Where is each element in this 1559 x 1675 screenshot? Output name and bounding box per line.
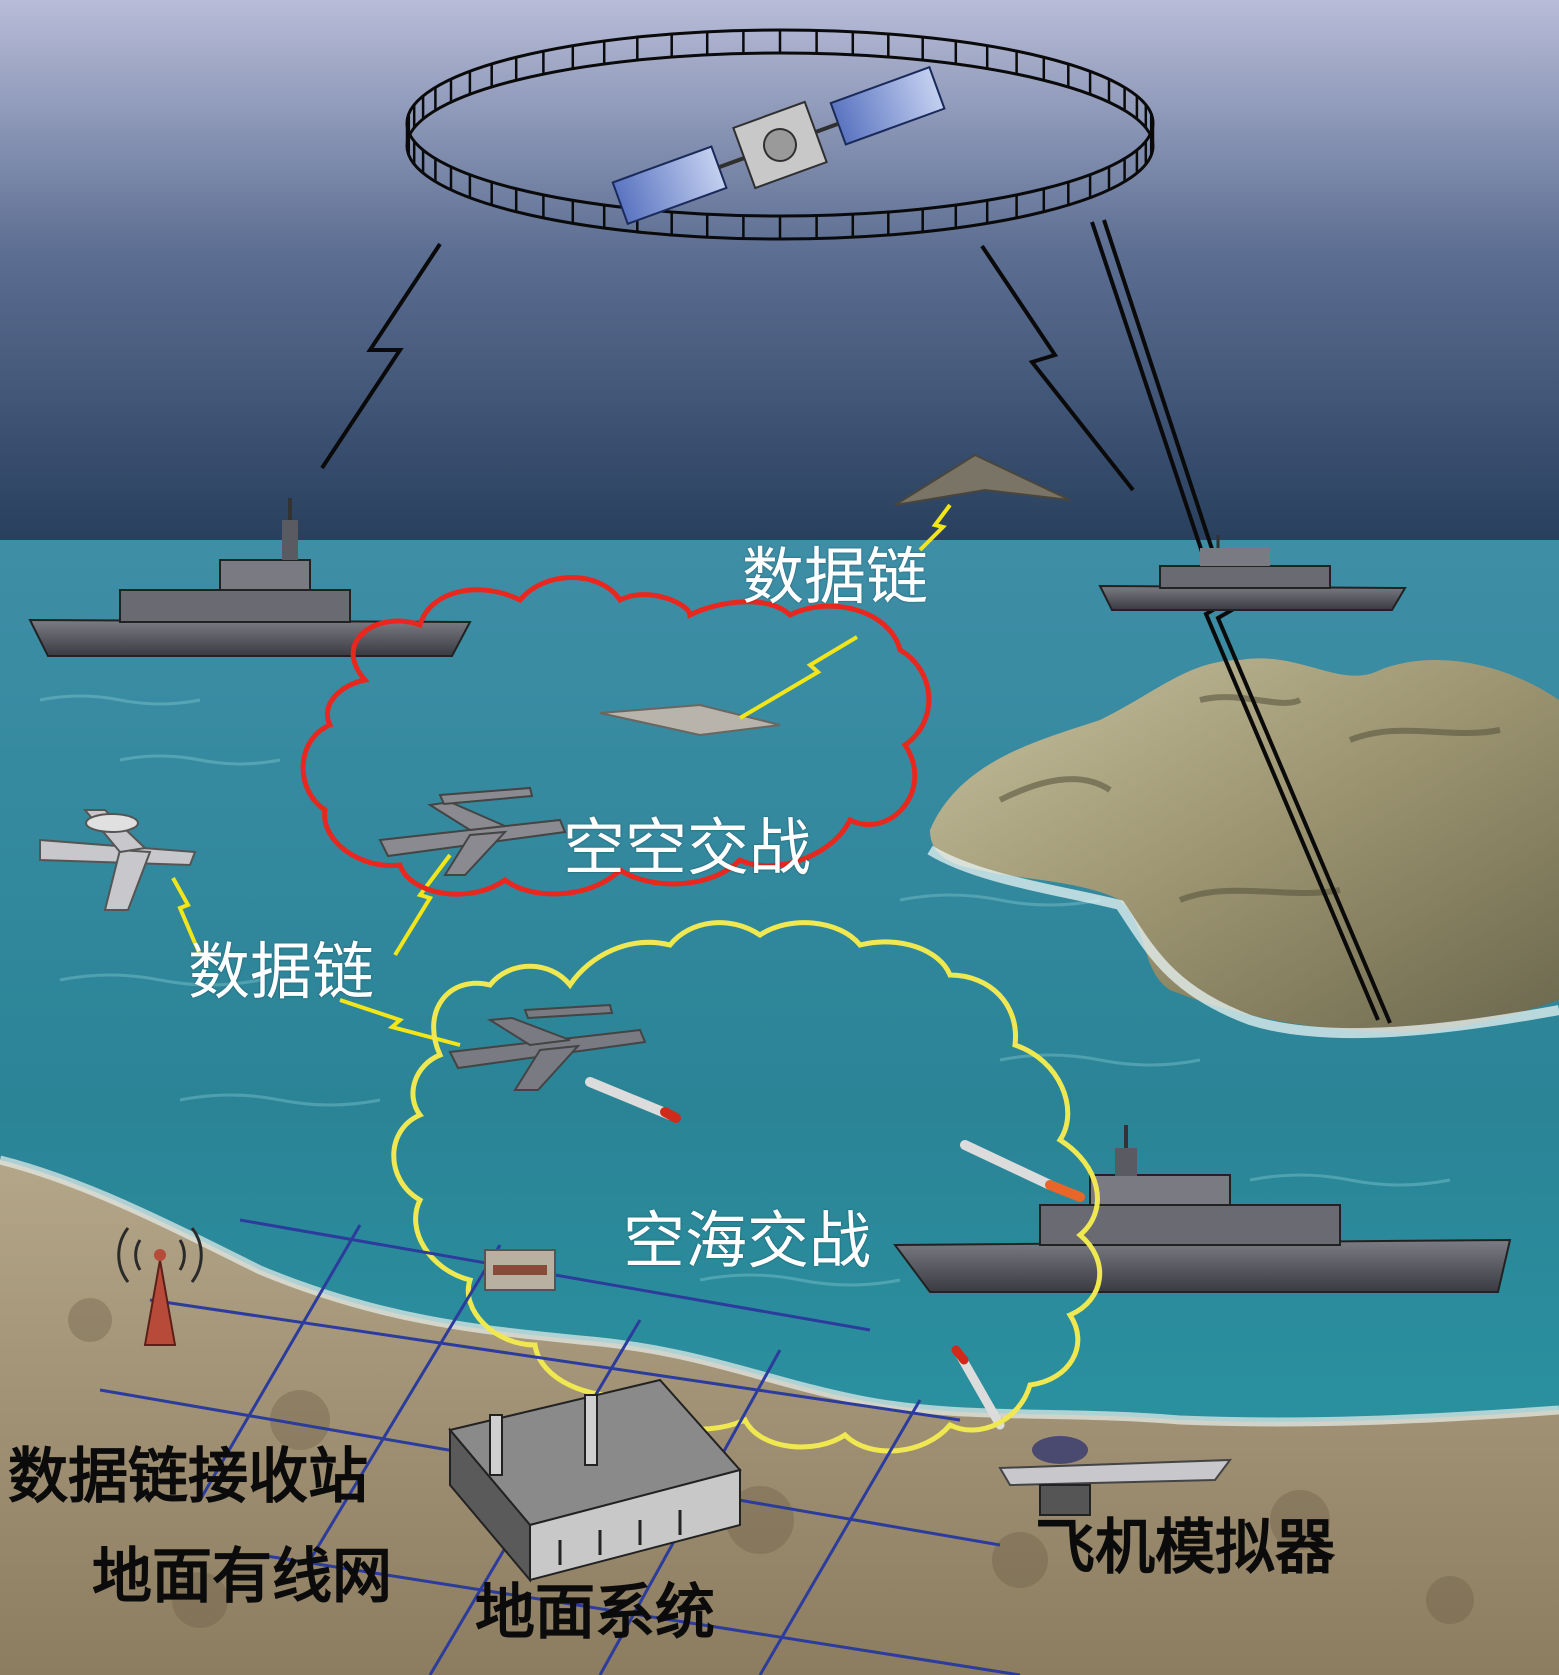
sky-background [0, 0, 1559, 560]
warship-right-icon [1098, 535, 1407, 611]
warship-left-icon [28, 498, 472, 657]
bunker-icon [484, 1249, 556, 1291]
missiles-icon [585, 1077, 1085, 1430]
fighter-jets-lower-icon [448, 1003, 647, 1091]
receiver-station-label: 数据链接收站 [8, 1442, 368, 1512]
sea-texture [39, 694, 1451, 1287]
datalink-label-left: 数据链 [188, 935, 375, 1008]
air-to-sea-label: 空海交战 [623, 1204, 872, 1277]
air-to-air-label: 空空交战 [563, 811, 812, 884]
satellite-icon [611, 65, 946, 226]
stealth-drone-middle-icon [599, 703, 781, 737]
air-to-sea-cloud [391, 920, 1103, 1454]
rocky-island [927, 658, 1559, 1039]
receiver-antenna-icon [117, 1227, 203, 1346]
stealth-drone-top-icon [894, 453, 1071, 506]
ground-wired-network-label: 地面有线网 [92, 1542, 392, 1612]
flight-simulator-label: 飞机模拟器 [1035, 1513, 1335, 1583]
air-to-air-cloud [300, 575, 932, 897]
fighter-jets-upper-icon [378, 786, 567, 876]
datalink-bolts [171, 503, 952, 1047]
ground-system-building-icon [448, 1378, 742, 1583]
flight-simulator-icon [998, 1436, 1233, 1516]
awacs-aircraft-icon [39, 809, 197, 911]
datalink-label-top: 数据链 [742, 540, 929, 613]
ground-system-label: 地面系统 [475, 1578, 715, 1648]
orbit-ring [405, 28, 1155, 241]
